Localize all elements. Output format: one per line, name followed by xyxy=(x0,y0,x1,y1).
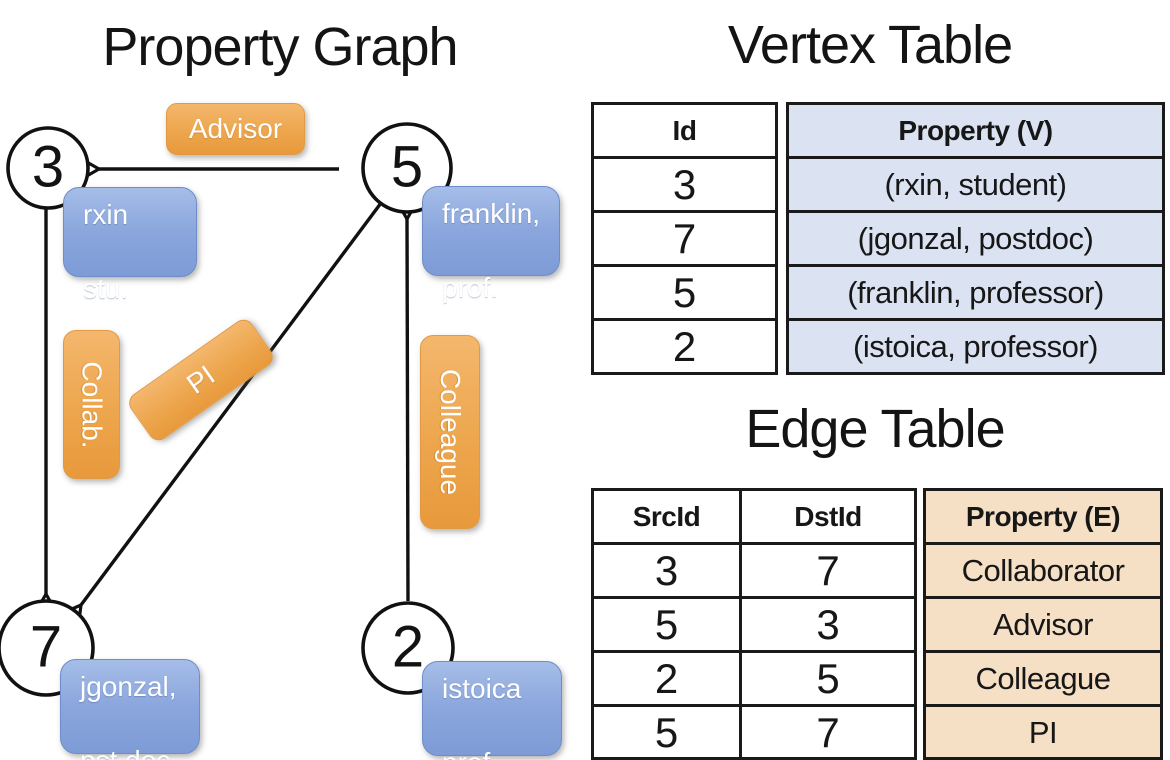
node-7-id: 7 xyxy=(29,614,63,680)
edge-row-1-src: 5 xyxy=(594,599,742,650)
edge-row-3-dst: 7 xyxy=(816,708,840,756)
edge-label-collab: Collab. xyxy=(63,330,120,479)
edge-table-title: Edge Table xyxy=(745,399,1005,459)
vertex-row-0-property: (rxin, student) xyxy=(789,159,1162,213)
edge-label-advisor: Advisor xyxy=(166,103,305,155)
vertex-row-3-id: 2 xyxy=(672,322,697,370)
vertex-row-1-property: (jgonzal, postdoc) xyxy=(789,213,1162,267)
edge-row-0-dst: 7 xyxy=(816,546,840,594)
vertex-label-franklin-line1: franklin, xyxy=(442,198,541,229)
vertex-label-istoica: istoica prof. xyxy=(422,661,562,760)
edge-row-2-dst: 5 xyxy=(816,654,840,702)
edge-label-pi-text: PI xyxy=(180,359,221,400)
vertex-row-3-property: (istoica, professor) xyxy=(853,328,1098,364)
vertex-label-franklin: franklin, prof. xyxy=(422,186,560,303)
vertex-table-title: Vertex Table xyxy=(727,15,1013,75)
vertex-label-jgonzal-line2: pst.doc. xyxy=(80,745,178,760)
vertex-label-istoica-line1: istoica xyxy=(442,673,522,704)
vertex-table-id-header: Id xyxy=(594,105,775,159)
edge-label-advisor-text: Advisor xyxy=(188,113,283,144)
vertex-table-property-column: Property (V) (rxin, student) (jgonzal, p… xyxy=(786,102,1165,375)
edge-colleague-line xyxy=(398,205,416,602)
edge-table-src-dst-columns: SrcId DstId 3 7 5 3 2 5 5 7 xyxy=(591,488,917,760)
node-3-id: 3 xyxy=(31,134,65,200)
edge-row-3-property: PI xyxy=(1028,714,1058,750)
edge-table-srcid-header: SrcId xyxy=(594,491,742,542)
node-2-id: 2 xyxy=(391,614,425,680)
edge-row-1-dst: 3 xyxy=(816,600,840,648)
edge-row-0-property: Collaborator xyxy=(926,545,1160,599)
property-graph-figure xyxy=(0,122,455,697)
vertex-label-jgonzal: jgonzal, pst.doc. xyxy=(60,659,200,760)
vertex-row-2-id: 5 xyxy=(594,267,775,321)
edge-label-collab-text: Collab. xyxy=(76,360,108,449)
vertex-row-0-id: 3 xyxy=(594,159,775,213)
vertex-table-id-column: Id 3 7 5 2 xyxy=(591,102,778,375)
edge-label-colleague: Colleague xyxy=(420,335,480,529)
node-3-circle xyxy=(6,126,90,210)
vertex-row-2-property: (franklin, professor) xyxy=(789,267,1162,321)
vertex-label-rxin: rxin stu. xyxy=(63,187,197,304)
vertex-label-rxin-line2: stu. xyxy=(83,272,129,304)
edge-row-3-src: 5 xyxy=(594,707,742,758)
vertex-label-istoica-line2: prof. xyxy=(442,747,498,760)
vertex-row-1-id: 7 xyxy=(594,213,775,267)
property-graph-title: Property Graph xyxy=(102,17,458,77)
edge-table-property-header: Property (E) xyxy=(926,491,1160,545)
edge-row-2-src: 2 xyxy=(594,653,742,704)
vertex-label-rxin-line1: rxin xyxy=(83,199,129,230)
edge-row-1-property: Advisor xyxy=(926,599,1160,653)
edge-row-2-property: Colleague xyxy=(926,653,1160,707)
edge-pi-line xyxy=(66,201,383,621)
edge-row-0-src: 3 xyxy=(594,545,742,596)
vertex-table-property-header: Property (V) xyxy=(789,105,1162,159)
edge-table-property-column: Property (E) Collaborator Advisor Collea… xyxy=(923,488,1163,760)
edge-table-dstid-header: DstId xyxy=(794,500,862,532)
vertex-label-franklin-line2: prof. xyxy=(442,271,499,303)
vertex-label-jgonzal-line1: jgonzal, xyxy=(80,671,177,702)
edge-label-colleague-text: Colleague xyxy=(435,368,467,496)
node-5-id: 5 xyxy=(390,134,424,200)
